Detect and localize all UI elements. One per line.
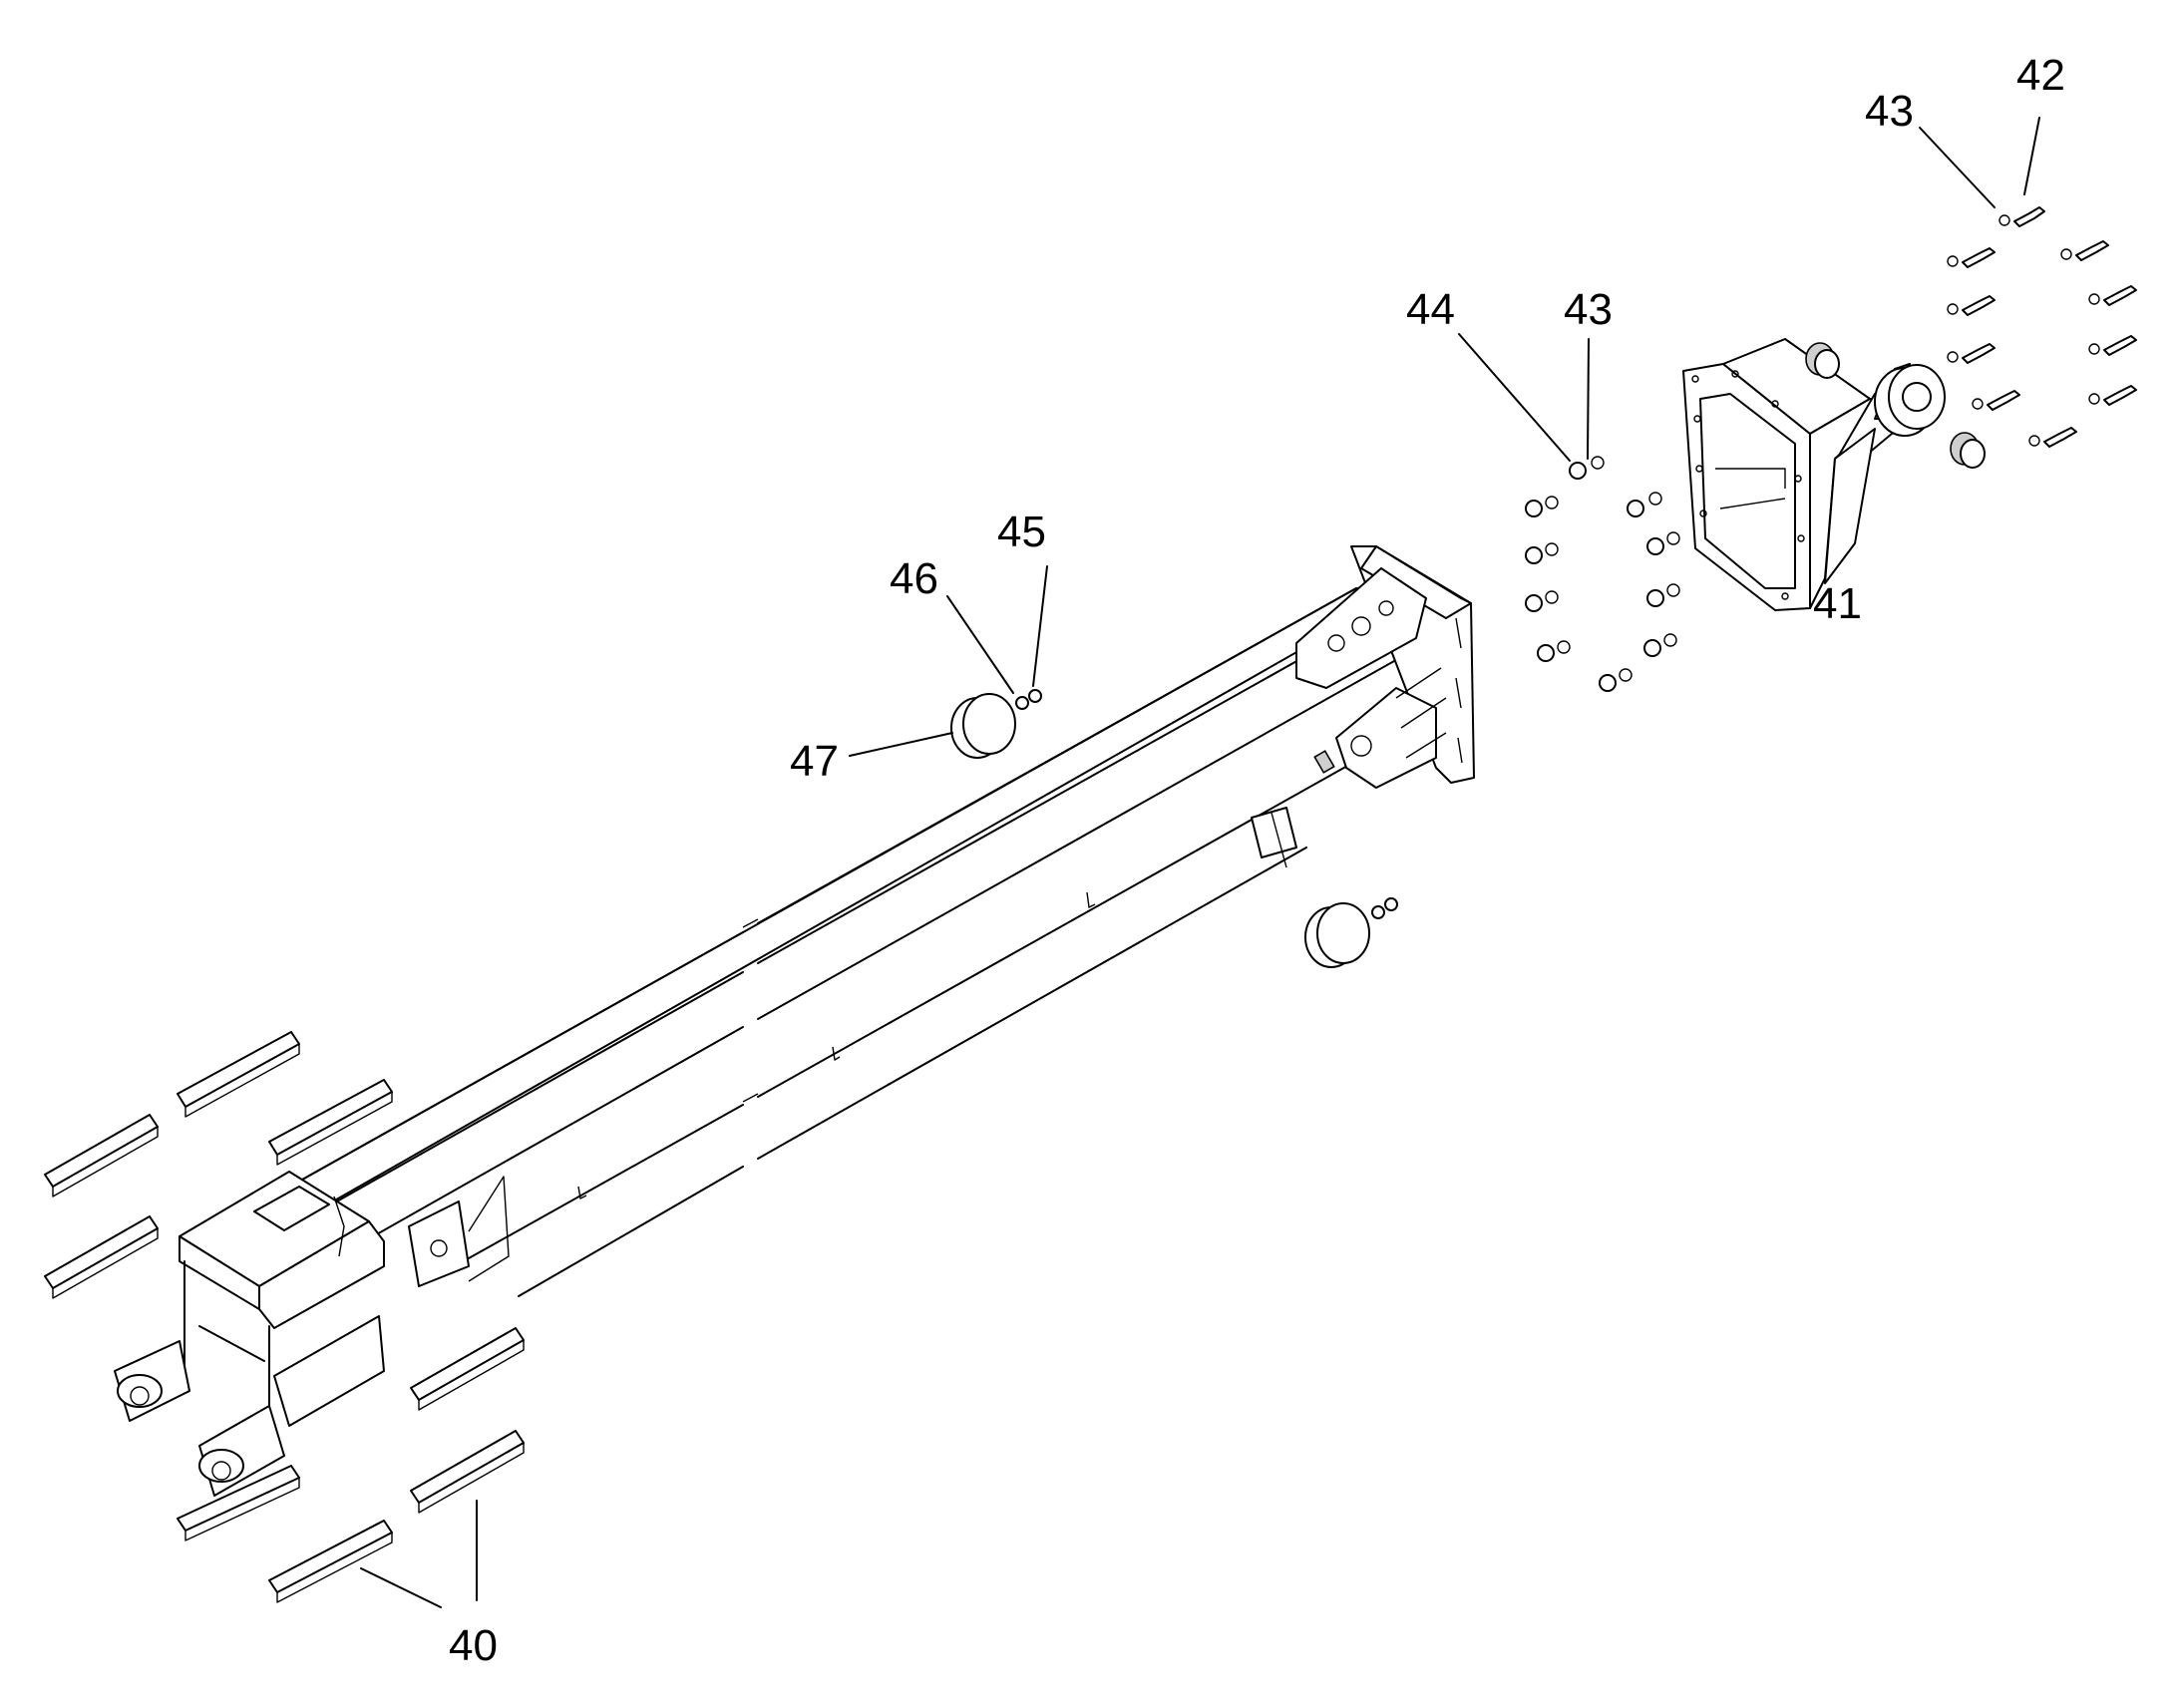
end-cap-upper — [950, 689, 1042, 759]
callout-44: 44 — [1406, 285, 1455, 334]
wear-pad — [177, 1465, 300, 1541]
callout-41: 41 — [1813, 579, 1862, 628]
end-cap-lower — [1304, 897, 1398, 968]
boom-head — [1295, 545, 1475, 789]
bolt-array — [1947, 206, 2137, 448]
callout-43-upper: 43 — [1865, 87, 1914, 136]
leader-lines — [360, 117, 2040, 1608]
callout-46: 46 — [890, 554, 938, 603]
wear-pad — [44, 1114, 159, 1197]
wear-pads — [44, 1031, 525, 1603]
wear-pad — [44, 1215, 159, 1299]
callout-45: 45 — [997, 508, 1046, 556]
wear-pad — [410, 1430, 525, 1514]
callout-47: 47 — [790, 737, 839, 786]
boom-base — [114, 1171, 510, 1497]
callout-labels: 42 43 43 44 41 45 46 47 40 — [449, 51, 2065, 1670]
callout-40: 40 — [449, 1621, 498, 1670]
wear-pad — [410, 1327, 525, 1411]
mounting-bracket — [1682, 338, 1986, 611]
boom-beam — [253, 587, 1427, 1297]
wear-pad — [177, 1031, 300, 1118]
callout-42: 42 — [2016, 51, 2065, 100]
callout-43-lower: 43 — [1564, 285, 1613, 334]
wear-pad — [268, 1079, 393, 1166]
wear-pad — [268, 1520, 393, 1603]
nut-array — [1525, 456, 1680, 692]
